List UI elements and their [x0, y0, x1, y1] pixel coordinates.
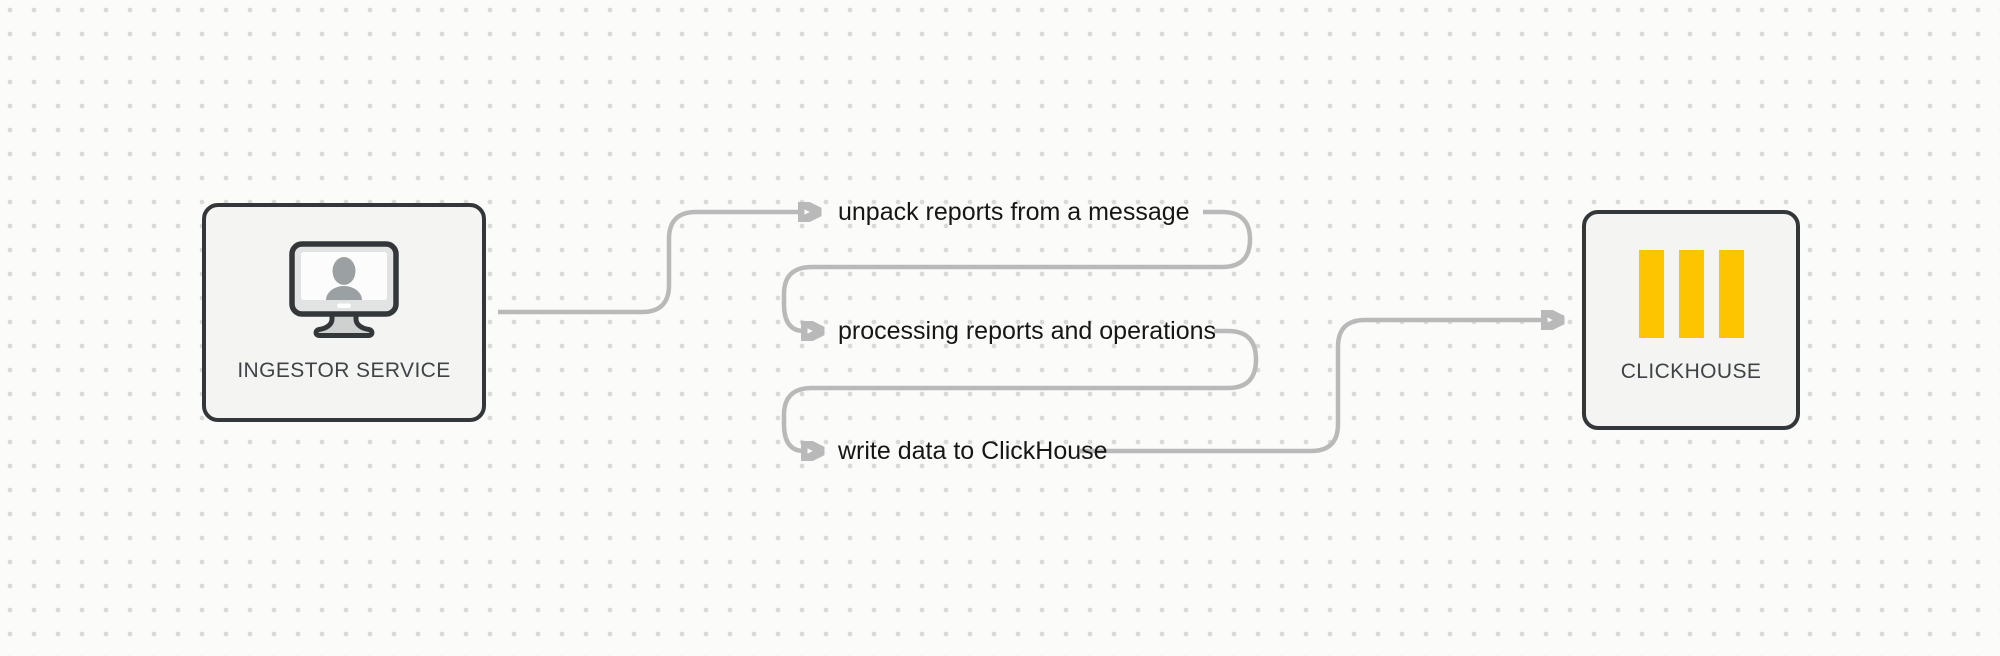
edge-step1-to-step2 [781, 209, 1253, 331]
monitor-user-icon [289, 241, 399, 338]
node-clickhouse[interactable]: CLICKHOUSE [1582, 210, 1800, 430]
clickhouse-bar [1678, 250, 1704, 338]
clickhouse-bar [1638, 250, 1664, 338]
step-label-processing-reports[interactable]: processing reports and operations [838, 317, 1217, 345]
edge-ingestor-to-step1 [498, 212, 801, 315]
node-ingestor-service[interactable]: INGESTOR SERVICE [202, 203, 486, 422]
step-label-write-data[interactable]: write data to ClickHouse [838, 437, 1108, 465]
edge-step2-to-step3 [781, 328, 1259, 451]
edge-step3-to-clickhouse [1080, 320, 1544, 454]
clickhouse-logo-icon [1638, 250, 1744, 338]
clickhouse-bar [1718, 250, 1744, 338]
node-label-ingestor-service: INGESTOR SERVICE [237, 359, 451, 382]
step-label-unpack-reports[interactable]: unpack reports from a message [838, 198, 1190, 226]
node-label-clickhouse: CLICKHOUSE [1620, 360, 1762, 383]
